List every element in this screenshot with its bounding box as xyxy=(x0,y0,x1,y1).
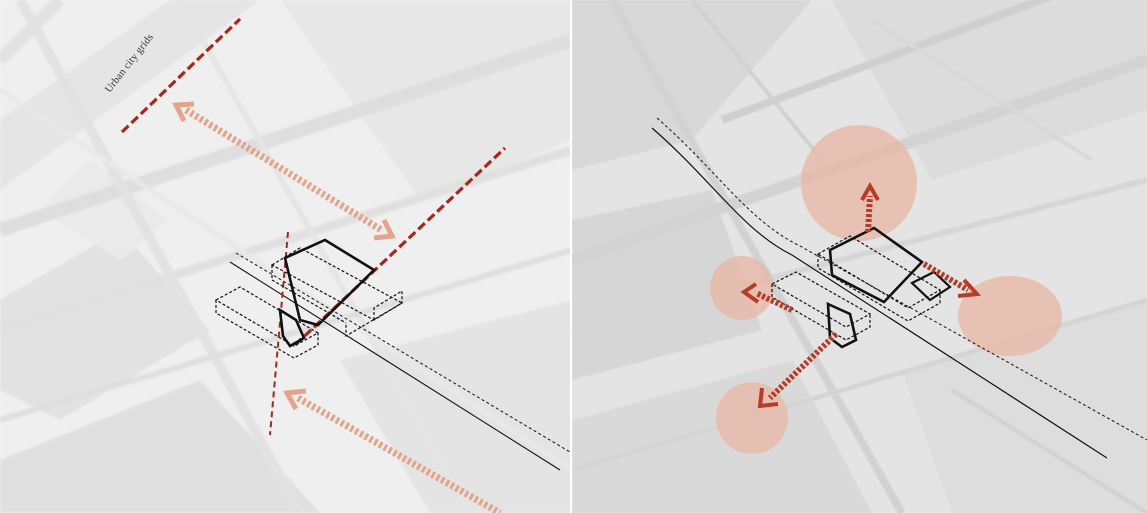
destination-circle-north xyxy=(801,125,917,241)
destination-circle-west xyxy=(710,256,774,320)
right-diagram-svg xyxy=(572,0,1147,513)
left-diagram-svg xyxy=(0,0,572,513)
destination-circle-south xyxy=(716,382,788,454)
left-panel-site-axes: Urban city grids xyxy=(0,0,572,513)
right-panel-connections xyxy=(572,0,1147,513)
aerial-map-background xyxy=(572,0,1147,513)
